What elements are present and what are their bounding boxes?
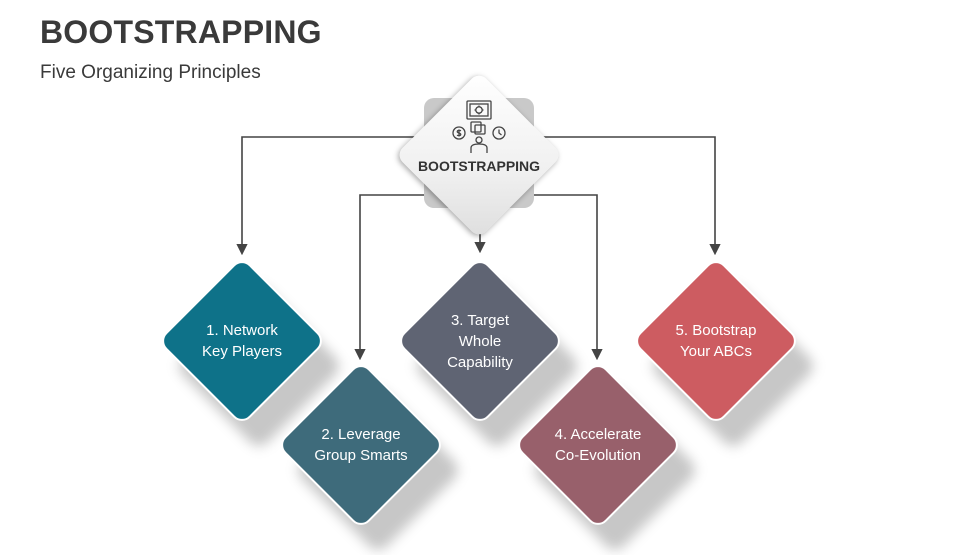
principle-2: 2. Leverage Group Smarts <box>276 360 463 555</box>
connector-lines <box>236 136 721 361</box>
person-gear-dollar-clock-icon <box>452 100 506 153</box>
slide-subtitle: Five Organizing Principles <box>40 62 261 83</box>
connector-5 <box>540 136 721 256</box>
principle-3-label: 3. Target Whole Capability <box>447 311 513 371</box>
principle-4-label: 4. Accelerate Co-Evolution <box>554 426 642 464</box>
principle-3: 3. Target Whole Capability <box>395 256 582 451</box>
principle-1-label: 1. Network Key Players <box>201 322 283 360</box>
center-diamond <box>395 71 563 239</box>
principle-2-label: 2. Leverage Group Smarts <box>314 426 408 464</box>
principle-4: 4. Accelerate Co-Evolution <box>513 360 700 555</box>
connector-1 <box>236 136 420 256</box>
principle-1: 1. Network Key Players <box>157 256 344 451</box>
connector-2 <box>354 194 430 361</box>
principle-5-label: 5. Bootstrap Your ABCs <box>675 322 757 360</box>
slide-title: BOOTSTRAPPING <box>40 14 322 50</box>
principle-5: 5. Bootstrap Your ABCs <box>631 256 818 451</box>
connector-4 <box>530 194 603 361</box>
center-label: BOOTSTRAPPING <box>417 158 541 174</box>
center-node: BOOTSTRAPPING <box>395 71 563 239</box>
